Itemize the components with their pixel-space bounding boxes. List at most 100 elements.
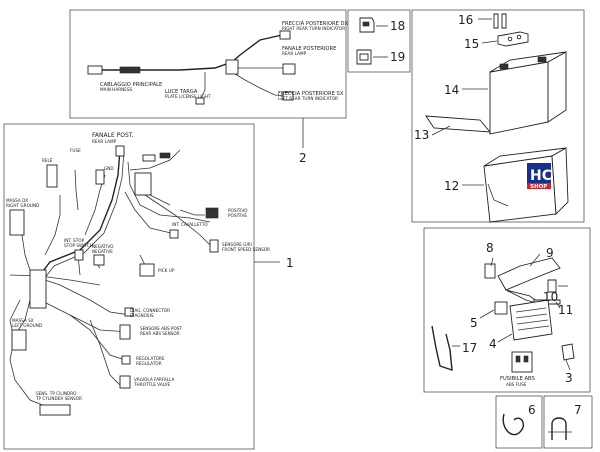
pad-13 — [425, 115, 492, 133]
callout-18: 18 — [390, 19, 405, 33]
harness-sleeve — [119, 66, 141, 74]
callout-8: 8 — [486, 241, 494, 255]
fuse-3 — [561, 343, 575, 361]
regulator-label-en: REGULATOR — [136, 361, 162, 366]
callout-14: 14 — [444, 83, 459, 97]
diagnosis-connector — [39, 404, 71, 416]
front-speed-sensor-label: SENSORE GIRI — [222, 242, 252, 247]
throttle-valve-label: VALVOLA FARFALLA — [134, 377, 174, 382]
terminal-15 — [497, 31, 529, 47]
left-indicator-connector — [282, 91, 294, 101]
connector-a — [142, 154, 156, 162]
front-speed-sensor-label-en: FRONT SPEED SENSOR — [222, 247, 270, 252]
callout-1: 1 — [286, 256, 294, 270]
relay-block — [134, 172, 152, 196]
fuse-label: FUSE — [70, 148, 81, 153]
abs-unit-panel: FUSIBILE ABS ABS FUSE 8 9 10 11 5 4 17 3 — [423, 227, 591, 393]
positive-connector — [205, 207, 219, 219]
left-indicator-label-en: LEFT REAR TURN INDICATOR — [278, 96, 338, 101]
callout-9: 9 — [546, 246, 554, 260]
main-harness-label-en: MAIN HARNESS — [100, 87, 133, 92]
watermark-hc: HC — [530, 168, 552, 184]
panel-18-19-frame — [347, 9, 411, 73]
callout-12: 12 — [444, 179, 459, 193]
rear-lamp-label: FANALE POSTERIORE — [282, 46, 336, 52]
stop-switch-connector — [74, 249, 84, 261]
panel-6-frame — [495, 395, 543, 449]
diagnosis-label-en: DIAGNOSIS — [130, 313, 154, 318]
battery-panel-frame — [411, 9, 585, 223]
callout-19: 19 — [390, 50, 405, 64]
throttle-valve-connector — [119, 375, 131, 389]
positive-label: POSITIVO — [228, 208, 248, 213]
rear-lamp-connector — [115, 145, 125, 157]
clamp-6-panel: 6 — [495, 395, 543, 449]
right-indicator-connector — [279, 30, 291, 40]
main-harness-connector — [87, 65, 103, 75]
abs-sensor-connector — [119, 324, 131, 340]
throttle-valve-label-en: THROTTLE VALVE — [133, 382, 170, 387]
connector-b — [159, 152, 171, 159]
abs-fuse-label-en: ABS FUSE — [506, 382, 527, 387]
callout-6: 6 — [528, 403, 536, 417]
stop-switch-label: INT. STOP — [64, 238, 85, 243]
battery-14 — [489, 61, 549, 135]
negative-label: NEGATIVO — [92, 244, 114, 249]
side-stand-connector — [169, 229, 179, 239]
abs-fuse-label: FUSIBILE ABS — [500, 376, 535, 382]
grommet-5 — [494, 301, 508, 315]
pickup-connector — [139, 263, 155, 277]
right-ground-label-en: RIGHT GROUND — [6, 203, 39, 208]
regulator-label: REGOLATORE — [136, 356, 165, 361]
left-indicator-label: FRECCIA POSTERIORE SX — [278, 91, 344, 97]
sensor-body — [46, 164, 58, 188]
callout-2: 2 — [299, 151, 307, 165]
callout-17: 17 — [462, 341, 477, 355]
connector-c — [124, 307, 134, 317]
gnd-label: GND — [104, 166, 114, 171]
battery-panel: HC SHOP 16 15 14 13 12 — [411, 9, 585, 223]
connectors-panel: 18 19 — [347, 9, 411, 73]
clip-7 — [551, 417, 567, 440]
abs-fuse-holder — [511, 351, 533, 373]
callout-3: 3 — [565, 371, 573, 385]
bolt-10 — [547, 279, 557, 293]
screw-16a — [493, 13, 499, 29]
plate-light-label-en: PLATE LICENSE LIGHT — [165, 94, 211, 99]
callout-13: 13 — [414, 128, 429, 142]
panel-2-frame — [69, 9, 347, 119]
abs-sensor-label: SENSORE ABS POST — [140, 326, 182, 331]
positive-label-en: POSITIVE — [228, 213, 247, 218]
rear-lamp-label-en: REAR LAMP — [282, 51, 307, 56]
left-ground-label: MASSA SX — [12, 318, 34, 323]
plug-grommet — [225, 59, 239, 75]
negative-label-en: NEGATIVE — [92, 249, 113, 254]
left-ground-connector — [11, 329, 27, 351]
rear-harness-panel: CABLAGGIO PRINCIPALE MAIN HARNESS LUCE T… — [69, 9, 349, 165]
plate-light-connector — [195, 97, 205, 105]
callout-5: 5 — [470, 316, 478, 330]
rear-lamp-connector-2 — [282, 63, 296, 75]
front-speed-sensor-connector — [209, 239, 219, 253]
stop-switch-label-en: STOP SWITCH — [64, 243, 93, 248]
right-ground-label: MASSA DX — [6, 198, 28, 203]
right-indicator-label: FRECCIA POSTERIORE DX — [282, 21, 349, 27]
watermark-shop: SHOP — [530, 184, 547, 190]
right-ground-connector — [9, 209, 25, 236]
main-harness-label: CABLAGGIO PRINCIPALE — [100, 82, 162, 88]
relay-label: RELÈ — [42, 158, 53, 163]
left-ground-label-en: LEFT GROUND — [12, 323, 42, 328]
abs-panel-frame — [423, 227, 591, 393]
clip-7-panel: 7 — [543, 395, 593, 449]
regulator-connector — [121, 355, 131, 365]
rear-lamp-title-en: REAR LAMP — [92, 139, 117, 144]
pipe-17 — [431, 325, 453, 372]
clamp-6 — [502, 413, 524, 436]
callout-11: 11 — [558, 303, 573, 317]
bundle-clamp — [29, 269, 47, 309]
callout-4: 4 — [489, 337, 497, 351]
abs-sensor-label-en: REAR ABS SENSOR — [140, 331, 180, 336]
fuse-holder — [95, 169, 105, 185]
callout-7: 7 — [574, 403, 582, 417]
